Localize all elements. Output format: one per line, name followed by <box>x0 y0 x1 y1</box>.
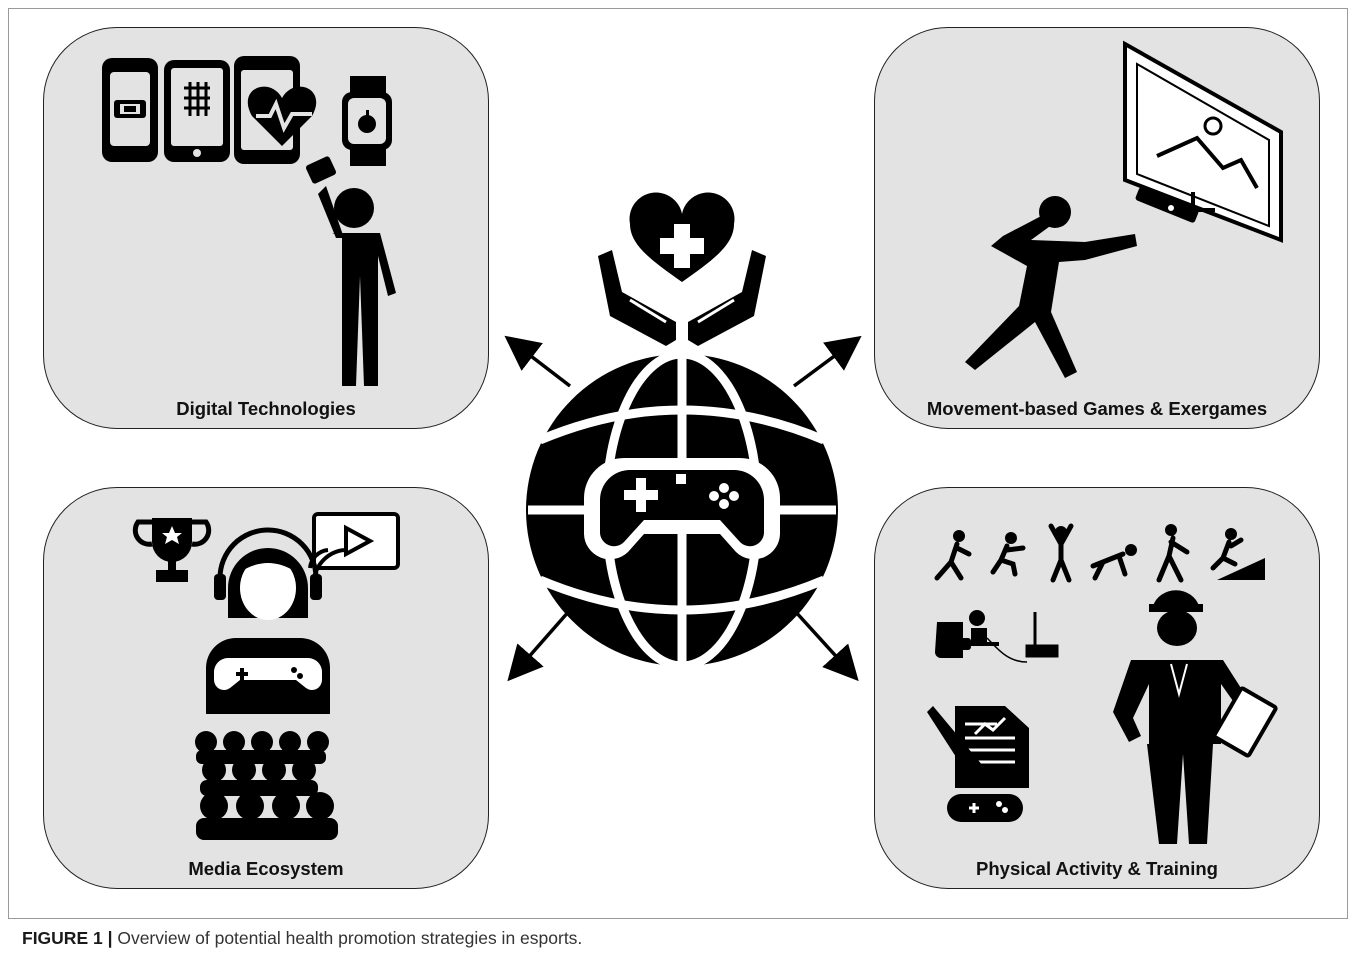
coach-icon <box>1113 590 1278 844</box>
smartphone-dumbbell-icon <box>102 58 158 162</box>
figure-caption: FIGURE 1 | Overview of potential health … <box>22 928 582 949</box>
panel-physical-activity-training: Physical Activity & Training <box>874 487 1320 889</box>
report-pencil-icon <box>927 706 1029 788</box>
tablet-grid-icon <box>164 60 230 162</box>
smartwatch-icon <box>342 76 392 166</box>
tv-camera-icon <box>1123 40 1283 243</box>
arrow-icon <box>504 335 862 682</box>
figure-label: FIGURE 1 | <box>22 928 113 948</box>
trophy-icon <box>132 518 212 582</box>
panel-label-movement-based-games: Movement-based Games & Exergames <box>926 398 1268 419</box>
caption-text: Overview of potential health promotion s… <box>112 928 583 948</box>
streamer-headset-icon <box>206 527 330 714</box>
caring-hands-heart-icon <box>598 192 766 346</box>
panel-movement-based-games: Movement-based Games & Exergames <box>874 27 1320 429</box>
center-illustration <box>490 190 874 690</box>
audience-crowd-icon <box>195 731 338 840</box>
gamepad-icon <box>947 794 1023 822</box>
globe-gamepad-icon <box>526 349 838 671</box>
phone-heart-rate-icon <box>234 56 317 164</box>
exercise-poses-icon <box>934 523 1265 583</box>
panel-label-digital-technologies: Digital Technologies <box>176 398 356 419</box>
figure-frame <box>8 8 1348 919</box>
exergame-player-icon <box>965 196 1137 378</box>
video-play-icon <box>308 512 400 581</box>
person-selfie-icon <box>305 156 396 386</box>
panel-digital-technologies: Digital Technologies <box>43 27 489 429</box>
panel-label-physical-activity-training: Physical Activity & Training <box>976 858 1218 879</box>
panel-media-ecosystem: Media Ecosystem <box>43 487 489 889</box>
panel-label-media-ecosystem: Media Ecosystem <box>188 858 344 879</box>
gamer-chair-icon <box>935 610 1059 663</box>
